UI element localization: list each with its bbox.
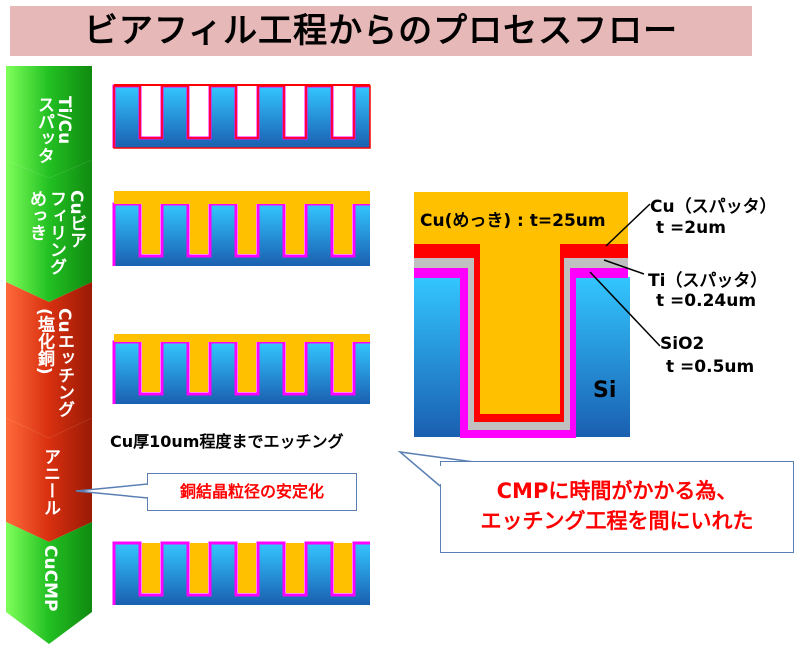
step-segment-ti-cu-sputter	[6, 66, 92, 178]
step-label-cmp: CuCMP	[40, 545, 60, 612]
cu-plating-label: Cu(めっき) : t=25um	[420, 211, 606, 231]
sio2-name: SiO2	[660, 334, 705, 354]
wafer-filled-sio2-liner	[112, 202, 370, 266]
anneal-note-text: 銅結晶粒径の安定化	[179, 482, 324, 501]
etch-caption: Cu厚10um程度までエッチング	[110, 432, 344, 451]
sio2-leader	[589, 271, 661, 347]
wafer-cmp-via-fill-1	[142, 543, 160, 593]
cmp-note-line-2: エッチング工程を間にいれた	[480, 509, 754, 533]
wafer-etched-via-fill-4	[286, 342, 304, 392]
wafer-cmp-via-fill-5	[334, 543, 352, 593]
cmp-callout-mask	[439, 466, 443, 484]
ti-sputter-thickness: t =0.24um	[656, 291, 757, 311]
wafer-sputter-cu-liner	[113, 85, 371, 149]
ti-sputter-name: Ti（スパッタ）	[648, 271, 768, 291]
step-label-cu-etching: Cuエッチング (塩化銅)	[34, 308, 74, 418]
wafer-filled-via-fill-1	[142, 204, 160, 254]
anneal-callout-mask	[146, 485, 150, 497]
cmp-note-box: CMPに時間がかかる為、 エッチング工程を間にいれた	[440, 461, 794, 553]
step-segment-cmp	[6, 522, 92, 644]
wafer-filled-via-fill-4	[286, 204, 304, 254]
cmp-note-line-1: CMPに時間がかかる為、	[496, 479, 738, 503]
wafer-etched-via-fill-2	[190, 342, 208, 392]
step-segment-cu-etching	[6, 282, 92, 438]
large-cu-plating-layer	[414, 192, 628, 414]
wafer-etched-via-fill-5	[334, 342, 352, 392]
wafer-etched-via-fill-1	[142, 342, 160, 392]
cu-sputter-leader	[605, 203, 651, 247]
step-label-ti-cu-sputter: Ti/Cu スパッタ	[34, 96, 74, 164]
step-segment-via-filling	[6, 160, 92, 302]
wafer-cmp-sio2-liner	[112, 541, 370, 605]
cu-sputter-thickness: t =2um	[656, 218, 726, 238]
wafer-cmp-via-fill-4	[286, 543, 304, 593]
wafer-filled-via-fill-5	[334, 204, 352, 254]
wafer-filled-via-fill-2	[190, 204, 208, 254]
wafer-cmp-via-fill-2	[190, 543, 208, 593]
step-label-via-filling: Cuビア フィリング めっき	[26, 190, 86, 275]
cu-sputter-name: Cu（スパッタ）	[650, 197, 777, 217]
wafer-filled-via-fill-3	[238, 204, 256, 254]
wafer-etched-cu-overburden	[114, 334, 370, 342]
ti-leader	[603, 259, 645, 275]
anneal-note-box: 銅結晶粒径の安定化	[147, 473, 357, 511]
si-substrate-label: Si	[593, 378, 617, 403]
page-title: ビアフィル工程からのプロセスフロー	[10, 6, 752, 56]
step-label-anneal: アニール	[40, 448, 60, 516]
wafer-sputter-cu-top	[114, 84, 370, 86]
wafer-etched-sio2-liner	[112, 340, 370, 404]
step-segment-anneal	[6, 418, 92, 542]
process-steps-arrow	[6, 66, 92, 644]
wafer-filled-cu-overburden	[114, 191, 370, 204]
wafer-cmp-via-fill-3	[238, 543, 256, 593]
wafer-etched-via-fill-3	[238, 342, 256, 392]
sio2-thickness: t =0.5um	[666, 357, 755, 377]
